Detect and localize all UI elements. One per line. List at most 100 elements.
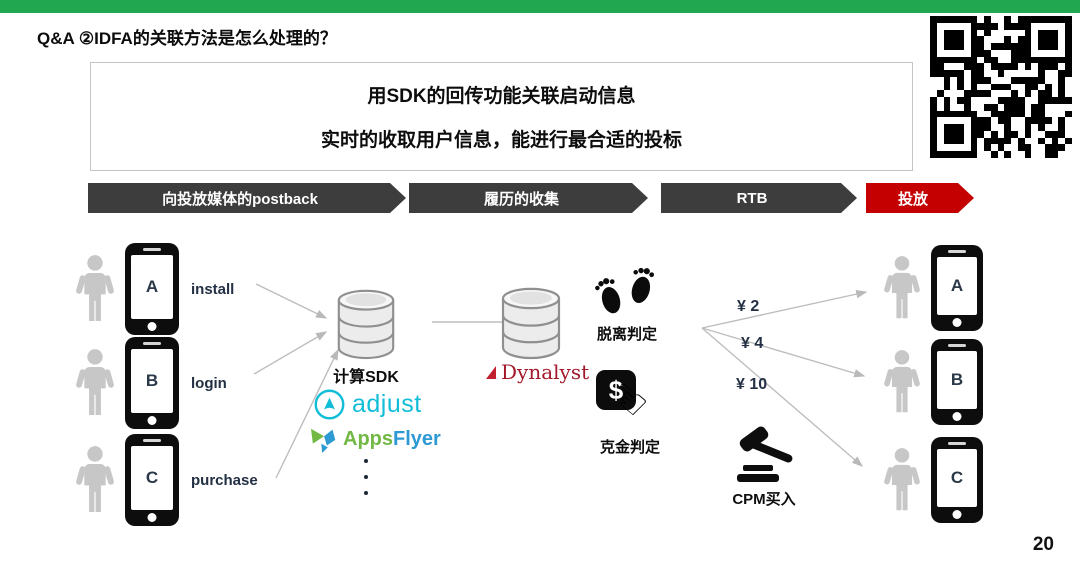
qr-module (1024, 90, 1032, 98)
qr-module (1004, 83, 1012, 91)
qr-module (943, 56, 951, 64)
qr-module (1011, 97, 1018, 104)
process-step-delivery: 投放 (866, 183, 974, 213)
qr-module (1044, 63, 1052, 71)
qr-module (1051, 83, 1059, 91)
qr-module (1058, 63, 1066, 71)
qr-module (1065, 43, 1072, 50)
qr-module (970, 22, 978, 30)
qr-module (970, 76, 978, 84)
qr-module (957, 43, 964, 50)
process-step-label: 投放 (897, 190, 928, 208)
qr-module (963, 110, 971, 118)
qr-module (963, 63, 971, 71)
qr-module (1058, 144, 1066, 152)
qr-module (1017, 137, 1025, 145)
qr-module (984, 124, 991, 131)
qr-module (1011, 90, 1018, 98)
qr-module (977, 63, 985, 71)
page-title: Q&A ②IDFA的关联方法是怎么处理的？ (37, 29, 337, 48)
qr-module (943, 36, 951, 44)
qr-module (1058, 117, 1066, 125)
qr-module (1011, 110, 1018, 118)
qr-module (1038, 83, 1045, 91)
qr-module (1031, 144, 1039, 152)
qr-module (936, 137, 944, 145)
dynalyst-logo: Dynalyst (486, 360, 589, 384)
qr-module (957, 49, 964, 57)
qr-module (943, 63, 951, 71)
qr-module (970, 124, 978, 131)
qr-module (1024, 22, 1032, 30)
qr-module (936, 110, 944, 118)
qr-module (957, 144, 964, 152)
qr-module (1065, 137, 1072, 145)
qr-module (1058, 43, 1066, 50)
bid-amount-2: ¥ 4 (741, 335, 764, 352)
person-icon (75, 255, 115, 322)
qr-module (1065, 49, 1072, 57)
qr-module (1051, 63, 1059, 71)
qr-module (1017, 83, 1025, 91)
qr-module (984, 130, 991, 138)
qr-module (963, 137, 971, 145)
qr-module (977, 110, 985, 118)
qr-module (930, 103, 937, 111)
qr-module (936, 22, 944, 30)
qr-module (930, 36, 937, 44)
qr-module (1044, 76, 1052, 84)
qr-module (984, 36, 991, 44)
qr-module (1044, 110, 1052, 118)
qr-module (1058, 70, 1066, 77)
qr-module (950, 137, 958, 145)
qr-module (1011, 151, 1018, 158)
cpm-buy-label: CPM买入 (732, 491, 796, 508)
qr-module (930, 49, 937, 57)
qr-module (1051, 36, 1059, 44)
qr-module (930, 137, 937, 145)
phone-home-button (952, 510, 962, 519)
qr-module (997, 117, 1005, 125)
qr-module (1031, 90, 1039, 98)
qr-code (930, 16, 1072, 158)
qr-module (1031, 124, 1039, 131)
summary-line-2: 实时的收取用户信息，能进行最合适的投标 (320, 130, 682, 151)
qr-module (1058, 97, 1066, 104)
qr-module (936, 124, 944, 131)
qr-module (943, 22, 951, 30)
qr-module (1024, 70, 1032, 77)
qr-module (963, 124, 971, 131)
dynalyst-database-icon (501, 287, 561, 360)
qr-module (1038, 117, 1045, 125)
qr-module (957, 110, 964, 118)
qr-module (1024, 103, 1032, 111)
qr-module (997, 22, 1005, 30)
qr-module (1011, 124, 1018, 131)
qr-module (984, 49, 991, 57)
qr-module (997, 36, 1005, 44)
qr-module (1065, 144, 1072, 152)
qr-module (1065, 151, 1072, 158)
phone-speaker (143, 439, 161, 442)
qr-module (1058, 137, 1066, 145)
qr-module (984, 63, 991, 71)
qr-module (1011, 22, 1018, 30)
qr-module (997, 63, 1005, 71)
qr-module (1038, 49, 1045, 57)
qr-module (1038, 124, 1045, 131)
qr-module (936, 43, 944, 50)
summary-line-1: 用SDK的回传功能关联启动信息 (367, 86, 636, 107)
qr-module (957, 130, 964, 138)
qr-module (1051, 110, 1059, 118)
qr-module (1031, 83, 1039, 91)
qr-module (930, 56, 937, 64)
qr-module (1017, 117, 1025, 125)
process-step-postback: 向投放媒体的postback (88, 183, 406, 213)
qr-module (1051, 76, 1059, 84)
qr-module (1065, 130, 1072, 138)
bid-amount-1: ¥ 2 (737, 298, 760, 315)
qr-module (970, 29, 978, 37)
qr-module (957, 63, 964, 71)
qr-module (1024, 16, 1032, 23)
qr-module (1044, 29, 1052, 37)
